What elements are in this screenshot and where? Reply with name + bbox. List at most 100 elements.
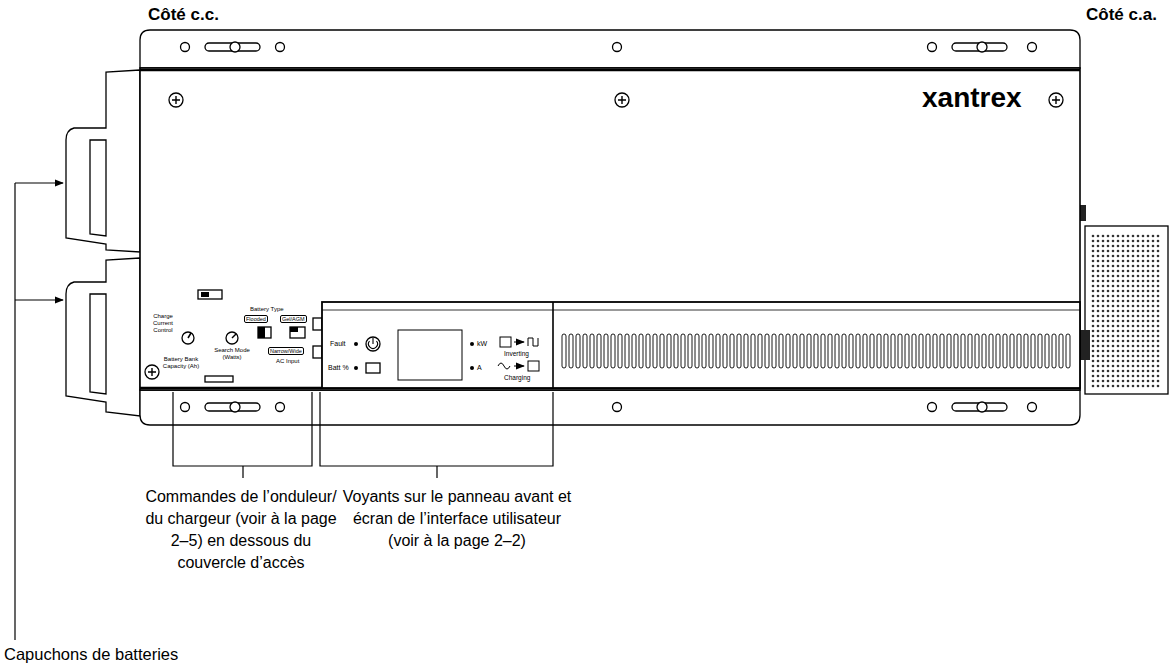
vent-hole — [1157, 315, 1160, 318]
vent-hole — [1137, 315, 1140, 318]
vent-hole — [1097, 275, 1100, 278]
vent-hole — [1097, 335, 1100, 338]
vent-hole — [1132, 280, 1135, 283]
vent-hole — [1092, 350, 1095, 353]
vent-slot — [786, 334, 790, 368]
vent-slot — [996, 334, 1000, 368]
vent-hole — [1127, 345, 1130, 348]
vent-hole — [1132, 270, 1135, 273]
vent-hole — [1097, 240, 1100, 243]
vent-hole — [1092, 295, 1095, 298]
battery-cap-detail — [90, 294, 106, 394]
vent-hole — [1147, 385, 1150, 388]
vent-hole — [1097, 365, 1100, 368]
vent-hole — [1152, 255, 1155, 258]
vent-slot — [646, 334, 650, 368]
vent-slot — [793, 334, 797, 368]
vent-slot — [954, 334, 958, 368]
vent-hole — [1092, 320, 1095, 323]
vent-hole — [1152, 270, 1155, 273]
vent-hole — [1112, 340, 1115, 343]
vent-hole — [1092, 360, 1095, 363]
vent-hole — [1142, 250, 1145, 253]
vent-hole — [1117, 345, 1120, 348]
vent-hole — [1127, 245, 1130, 248]
vent-slot — [1017, 334, 1021, 368]
vent-hole — [1127, 265, 1130, 268]
vent-hole — [1112, 245, 1115, 248]
vent-slot — [737, 334, 741, 368]
vent-hole — [1142, 345, 1145, 348]
vent-hole — [1132, 290, 1135, 293]
vent-hole — [1132, 325, 1135, 328]
vent-hole — [1142, 275, 1145, 278]
control-label: Battery Bank Capacity (Ah) — [160, 356, 202, 370]
vent-hole — [1107, 270, 1110, 273]
control-label: Charge Current Control — [145, 313, 181, 334]
vent-hole — [1142, 235, 1145, 238]
vent-hole — [1152, 375, 1155, 378]
vent-hole — [1122, 300, 1125, 303]
inverter-body — [140, 68, 1080, 390]
vent-hole — [1132, 265, 1135, 268]
vent-hole — [1142, 255, 1145, 258]
vent-hole — [1147, 250, 1150, 253]
vent-hole — [1127, 235, 1130, 238]
panel-edge — [322, 310, 1080, 311]
vent-slot — [842, 334, 846, 368]
vent-hole — [1137, 295, 1140, 298]
screw — [615, 93, 629, 107]
vent-hole — [1112, 315, 1115, 318]
vent-hole — [1097, 250, 1100, 253]
power-button — [366, 337, 380, 351]
vent-hole — [1097, 340, 1100, 343]
vent-hole — [1122, 355, 1125, 358]
vent-hole — [1137, 300, 1140, 303]
vent-hole — [1107, 245, 1110, 248]
keyhole-slot — [977, 402, 987, 412]
vent-hole — [1147, 345, 1150, 348]
vent-hole — [1117, 365, 1120, 368]
vent-hole — [1132, 255, 1135, 258]
vent-hole — [1127, 250, 1130, 253]
vent-hole — [1107, 255, 1110, 258]
vent-hole — [1137, 310, 1140, 313]
vent-hole — [1137, 365, 1140, 368]
vent-hole — [1152, 350, 1155, 353]
vent-hole — [1142, 325, 1145, 328]
vent-hole — [1127, 370, 1130, 373]
vent-hole — [1142, 240, 1145, 243]
vent-slot — [905, 334, 909, 368]
vent-hole — [1092, 330, 1095, 333]
vent-hole — [1097, 330, 1100, 333]
vent-hole — [1157, 325, 1160, 328]
vent-slot — [1031, 334, 1035, 368]
vent-hole — [1137, 345, 1140, 348]
vent-hole — [1132, 340, 1135, 343]
vent-slot — [968, 334, 972, 368]
vent-slot — [723, 334, 727, 368]
vent-hole — [1137, 260, 1140, 263]
vent-hole — [1132, 260, 1135, 263]
vent-hole — [1157, 380, 1160, 383]
power-symbol — [369, 338, 378, 348]
vent-hole — [1127, 340, 1130, 343]
vent-slot — [1003, 334, 1007, 368]
vent-hole — [1117, 335, 1120, 338]
vent-hole — [1092, 290, 1095, 293]
vent-hole — [1102, 305, 1105, 308]
vent-hole — [1127, 305, 1130, 308]
vent-hole — [1157, 355, 1160, 358]
vent-hole — [1117, 320, 1120, 323]
vent-hole — [1127, 280, 1130, 283]
leader-arrow — [15, 299, 63, 300]
vent-hole — [1137, 285, 1140, 288]
vent-hole — [1137, 280, 1140, 283]
vent-slot — [562, 334, 566, 368]
bracket — [320, 392, 553, 478]
vent-hole — [1137, 380, 1140, 383]
vent-hole — [1132, 365, 1135, 368]
vent-hole — [1117, 265, 1120, 268]
vent-hole — [1157, 285, 1160, 288]
vent-hole — [1092, 340, 1095, 343]
